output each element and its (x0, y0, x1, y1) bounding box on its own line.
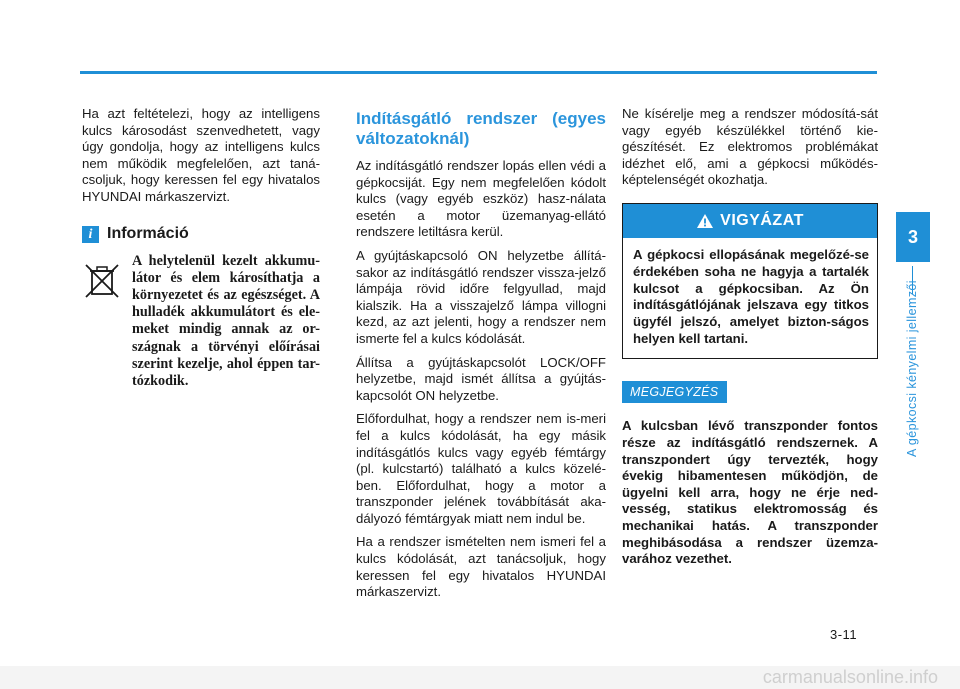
note-badge: MEGJEGYZÉS (622, 380, 728, 404)
warning-triangle-icon (697, 213, 714, 228)
warning-title: VIGYÁZAT (720, 211, 804, 229)
note-text: A kulcsban lévő transzponder fontos rész… (622, 418, 878, 567)
intro-paragraph: Ne kísérelje meg a rendszer módosítá-sát… (622, 106, 878, 188)
column-right: Ne kísérelje meg a rendszer módosítá-sát… (622, 106, 878, 568)
paragraph: Állítsa a gyújtáskapcsolót LOCK/OFF hely… (356, 354, 606, 403)
watermark-text: carmanualsonline.info (762, 667, 938, 687)
warning-box: VIGYÁZAT A gépkocsi ellopásának megelőzé… (622, 202, 878, 359)
paragraph: Az indításgátló rendszer lopás ellen véd… (356, 158, 606, 240)
page-number: 3-11 (830, 627, 858, 642)
section-title: Indításgátló rendszer (egyes változatokn… (356, 109, 606, 148)
paragraph: Előfordulhat, hogy a rendszer nem is-mer… (356, 411, 606, 526)
paragraph: A gyújtáskapcsoló ON helyzetbe állítá-sa… (356, 247, 606, 346)
column-middle: Indításgátló rendszer (egyes változatokn… (356, 109, 606, 608)
warning-text: A gépkocsi ellopásának megelőzé-se érdek… (633, 246, 869, 346)
info-icon: i (82, 225, 99, 243)
column-left: Ha azt feltételezi, hogy az intelligens … (82, 106, 320, 390)
info-text: A helytelenül kezelt akkumu-látor és ele… (132, 252, 320, 389)
info-header: i Információ (82, 224, 320, 243)
chapter-tab: 3 (896, 212, 930, 262)
chapter-title: A gépkocsi kényelmi jellemzői (905, 280, 919, 457)
info-title: Információ (107, 224, 189, 242)
warning-header: VIGYÁZAT (623, 203, 877, 238)
intro-paragraph: Ha azt feltételezi, hogy az intelligens … (82, 106, 320, 204)
chapter-divider (912, 266, 913, 294)
info-body: A helytelenül kezelt akkumu-látor és ele… (82, 253, 320, 391)
paragraph: Ha a rendszer ismételten nem ismeri fel … (356, 534, 606, 600)
crossed-out-bin-icon (85, 263, 119, 298)
header-rule (80, 71, 877, 74)
watermark: carmanualsonline.info (0, 666, 960, 689)
